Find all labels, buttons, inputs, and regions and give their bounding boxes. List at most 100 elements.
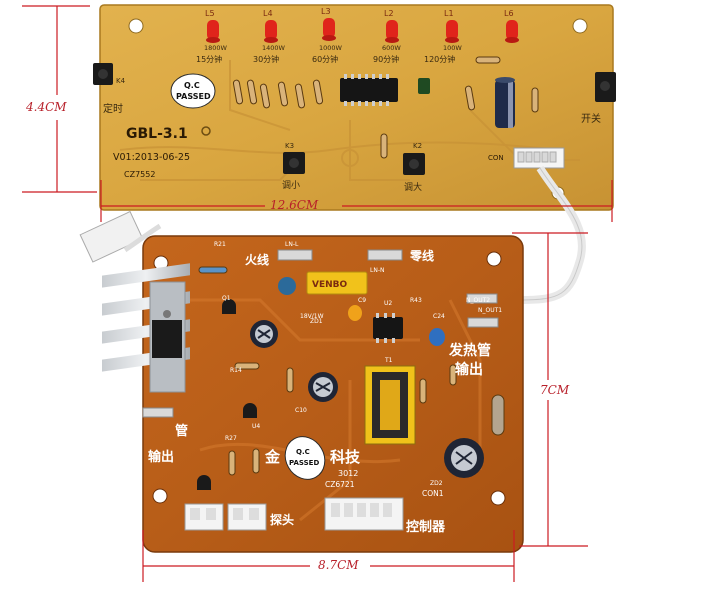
ref-label: N_OUT1 [478, 307, 502, 314]
heater-left-label: 输出 [148, 449, 174, 465]
led-l4: L4 1400W 30分钟 [253, 9, 286, 64]
ref-label: LN-N [370, 267, 384, 274]
power-label: 100W [443, 44, 462, 52]
button-ref: K2 [413, 142, 422, 150]
led-l6: L6 [504, 9, 519, 43]
ref-label: N_OUT2 [466, 297, 490, 304]
power-label: 600W [382, 44, 401, 52]
capacitor-brand-label: VENBO [312, 280, 348, 290]
board-code-label: CZ6721 [325, 480, 355, 489]
mount-hole [486, 251, 502, 267]
led-ref-label: L4 [263, 9, 273, 18]
transistors [197, 299, 257, 490]
probe-connectors [184, 503, 267, 531]
led-l5: L5 1800W 15分钟 [196, 9, 228, 64]
ref-label: R21 [214, 241, 226, 248]
live-line-label: 火线 [245, 252, 269, 267]
button-power: 开关 [581, 72, 616, 125]
button-label: 调大 [404, 181, 422, 193]
optocoupler-ic [373, 313, 403, 343]
ref-designators: R21 LN-L LN-N C9 U2 R43 C24 Q1 ZD1 R14 U… [214, 241, 502, 487]
led-ref-label: L5 [205, 9, 215, 18]
mount-hole [128, 18, 144, 34]
bottom-width-label: 8.7CM [318, 558, 359, 572]
qc-sticker-bottom: Q.C PASSED [284, 436, 326, 480]
ref-label: R27 [225, 435, 237, 442]
button-ref: K4 [116, 77, 126, 85]
resistors-top [232, 56, 539, 159]
ref-label: ZD2 [430, 480, 443, 487]
ref-label: T1 [384, 357, 393, 364]
button-k3: K3 调小 [282, 142, 305, 191]
brand-label: 金 [264, 448, 281, 466]
film-capacitor [348, 305, 362, 321]
button-label: 调小 [282, 180, 300, 191]
ref-label: 18V/1W [300, 313, 324, 320]
time-label: 120分钟 [424, 54, 455, 64]
transformer [364, 365, 416, 445]
brand-label: 科技 [330, 448, 361, 466]
top-control-board: L5 1800W 15分钟 L4 1400W 30分钟 L3 1000W 60分… [93, 4, 616, 304]
led-ref-label: L2 [384, 9, 394, 18]
ref-label: U2 [384, 300, 392, 307]
bottom-power-board: VENBO [102, 235, 524, 553]
board-model-label: GBL-3.1 [126, 126, 188, 142]
time-label: 15分钟 [196, 54, 222, 64]
heater-left-label: 管 [175, 423, 188, 439]
ref-label: C24 [433, 313, 445, 320]
board-code-label: CZ7552 [124, 170, 155, 179]
connector-con-top: CON [488, 147, 565, 169]
electrolytic-capacitors [250, 277, 484, 478]
blue-capacitor [429, 328, 445, 346]
button-ref: K3 [285, 142, 294, 150]
top-height-label: 4.4CM [26, 100, 67, 114]
led-l1: L1 100W 120分钟 [424, 9, 462, 64]
button-label: 开关 [581, 112, 601, 125]
qc-text: Q.C [184, 81, 200, 90]
ic-chip [340, 74, 398, 106]
loose-connector [79, 210, 162, 263]
bottom-height-label: 7CM [540, 383, 570, 397]
ref-label: LN-L [285, 241, 299, 248]
led-ref-label: L1 [444, 9, 454, 18]
probe-label: 探头 [270, 512, 294, 527]
mount-hole [152, 488, 168, 504]
qc-text: PASSED [176, 92, 211, 101]
power-label: 1400W [262, 44, 286, 52]
top-board-pcb [99, 4, 614, 211]
mount-hole [201, 126, 211, 136]
mount-hole [490, 490, 506, 506]
board-version-label: V01:2013-06-25 [113, 152, 190, 163]
x-capacitor: VENBO [306, 271, 368, 295]
ref-label: C9 [358, 297, 366, 304]
resistors-bottom [198, 266, 505, 476]
led-l3: L3 1000W 60分钟 [312, 7, 343, 64]
ref-label: Q1 [222, 295, 231, 302]
time-label: 90分钟 [373, 54, 399, 64]
capacitor-top [495, 77, 515, 128]
button-label: 定时 [103, 102, 123, 115]
led-ref-label: L3 [321, 7, 331, 16]
qc-text: Q.C [296, 448, 310, 456]
ref-label: ZD1 [310, 318, 323, 325]
heatsink [102, 263, 190, 393]
top-width-label: 12.6CM [270, 198, 319, 212]
ref-label: R43 [410, 297, 422, 304]
power-label: 1800W [204, 44, 228, 52]
spade-terminals [142, 249, 499, 418]
qc-text: PASSED [289, 459, 319, 467]
ref-label: R14 [230, 367, 242, 374]
neutral-line-label: 零线 [409, 248, 434, 263]
heater-output-label: 发热管 [448, 342, 491, 359]
led-ref-label: L6 [504, 9, 514, 18]
dimension-lines [22, 5, 613, 582]
led-row: L5 1800W 15分钟 L4 1400W 30分钟 L3 1000W 60分… [196, 7, 519, 64]
transistor-top [418, 78, 430, 94]
qc-sticker-top: Q.C PASSED [170, 73, 216, 109]
led-l2: L2 600W 90分钟 [373, 9, 401, 64]
button-k4: K4 定时 [93, 63, 126, 115]
con-label: CON [488, 154, 504, 162]
time-label: 30分钟 [253, 54, 279, 64]
part-code-label: 3012 [338, 469, 358, 478]
